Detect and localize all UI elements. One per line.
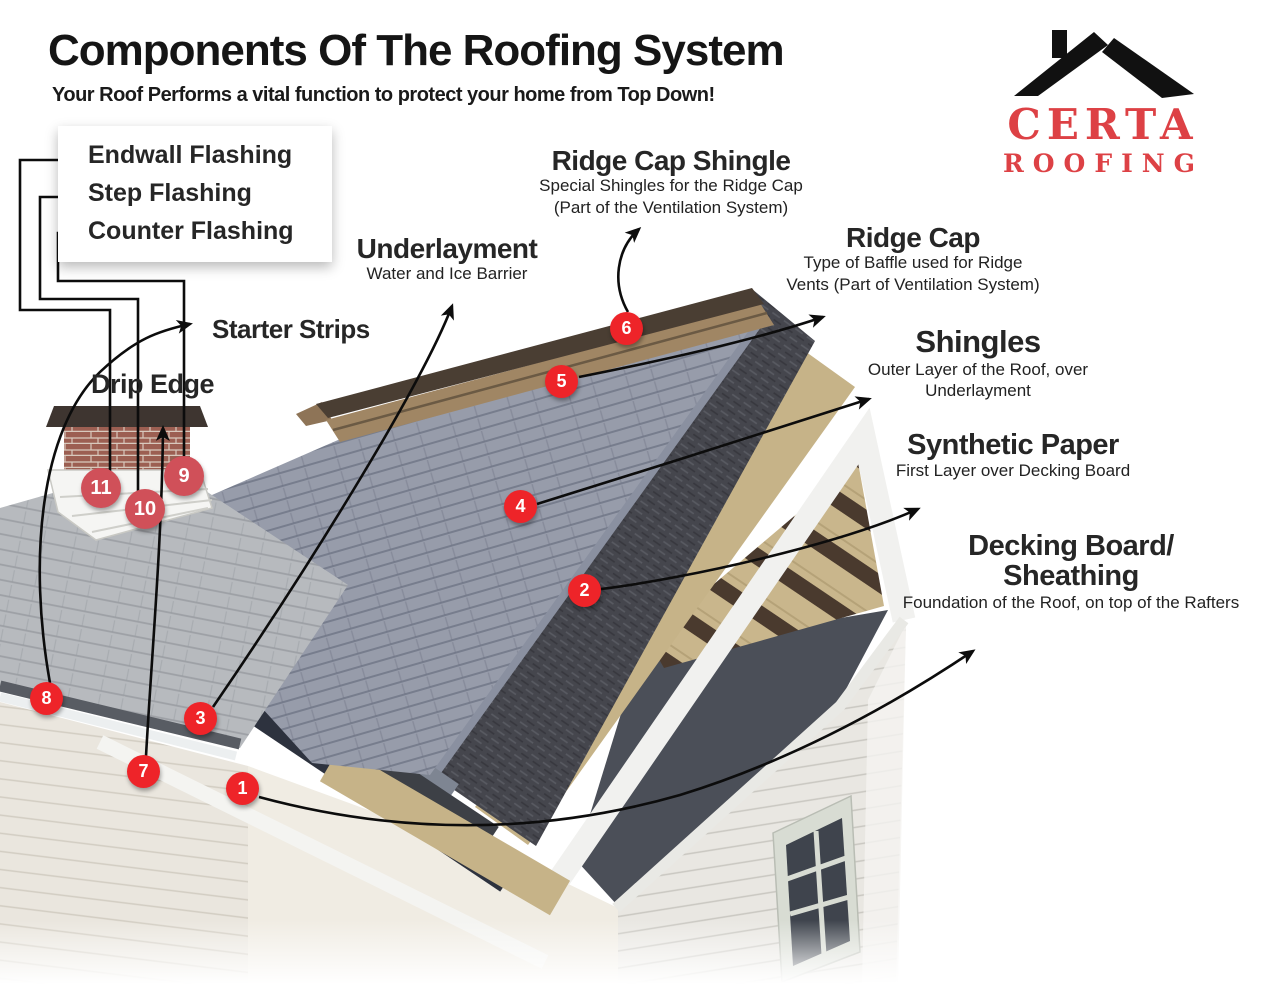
logo-wordmark: CERTA (1007, 100, 1199, 149)
ridge-cap-arrow (578, 314, 826, 379)
eave-fascia (612, 616, 909, 913)
page-title: Components Of The Roofing System (48, 26, 785, 75)
chimney-cap (46, 406, 208, 427)
marker-3-underlayment: 3 (184, 702, 217, 735)
marker-4-shingles: 4 (504, 490, 537, 523)
label-counter-flashing: Counter Flashing (88, 217, 294, 245)
decking-plane (576, 610, 888, 906)
synthetic-paper-eave-band (319, 746, 571, 916)
roof-icon (1014, 30, 1194, 98)
underlayment-layer (428, 289, 815, 846)
marker-11-endwall-flashing: 11 (81, 468, 121, 508)
ridge-cap-shingle-strip (316, 288, 764, 418)
marker-1-decking-board: 1 (226, 772, 259, 805)
marker-2-synthetic-paper: 2 (568, 574, 601, 607)
label-ridge-cap: Ridge Cap Type of Baffle used for Ridge … (786, 222, 1040, 294)
label-shingles: Shingles Outer Layer of the Roof, over U… (867, 324, 1089, 400)
leader-lines (18, 158, 976, 827)
marker-7-drip-edge: 7 (127, 755, 160, 788)
shingle-plane (150, 318, 758, 775)
marker-10-step-flashing: 10 (125, 489, 165, 529)
label-step-flashing: Step Flashing (88, 179, 252, 207)
shingles-arrow (536, 396, 872, 506)
marker-8-starter-strips: 8 (30, 682, 63, 715)
synthetic-paper-arrow (600, 507, 921, 591)
step-flashing-line (38, 195, 140, 491)
gable-fascia (550, 407, 916, 885)
marker-6-ridge-cap-shingle: 6 (610, 312, 643, 345)
starter-strips-arrow (38, 319, 193, 684)
left-wall (0, 702, 248, 984)
flashing-label-box: Endwall Flashing Step Flashing Counter F… (58, 126, 332, 262)
certa-roofing-logo: CERTA ROOFING (1003, 24, 1203, 178)
photo-fade (0, 920, 1280, 984)
logo-wordmark-sub: ROOFING (1003, 149, 1204, 178)
underlayment-arrow (211, 303, 454, 708)
right-wall-corner-highlight (862, 624, 906, 984)
drip-edge-arrow (144, 425, 170, 757)
decking-board-arrow (258, 649, 976, 827)
label-ridge-cap-shingle: Ridge Cap Shingle Special Shingles for t… (539, 145, 803, 217)
label-underlayment: Underlayment Water and Ice Barrier (356, 233, 538, 284)
label-endwall-flashing: Endwall Flashing (88, 141, 293, 169)
marker-9-counter-flashing: 9 (164, 456, 204, 496)
page-subtitle: Your Roof Performs a vital function to p… (52, 84, 715, 106)
label-decking-board: Decking Board/ Sheathing Foundation of t… (902, 530, 1240, 612)
ridge-cap-shingle-arrow (617, 226, 642, 313)
label-starter-strips: Starter Strips (212, 314, 370, 344)
shingle-edge-strip (427, 317, 765, 780)
label-drip-edge: Drip Edge (91, 369, 215, 399)
label-synthetic-paper: Synthetic Paper First Layer over Decking… (895, 429, 1131, 481)
marker-5-ridge-cap: 5 (545, 365, 578, 398)
